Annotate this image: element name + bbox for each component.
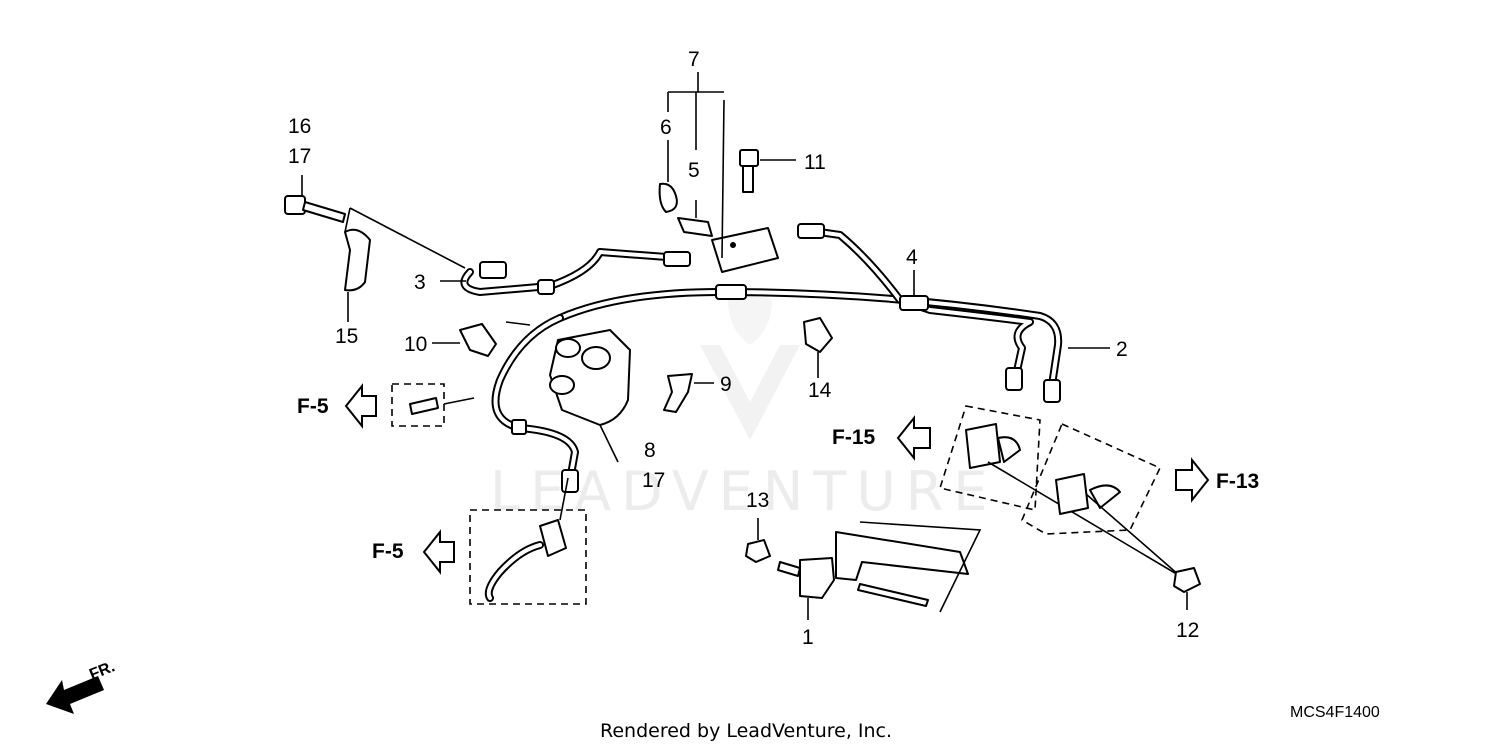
left-arrow-icon bbox=[344, 383, 377, 429]
callout-12: 12 bbox=[1176, 619, 1199, 642]
bolt-11 bbox=[739, 149, 796, 193]
f5-upper-detail bbox=[391, 383, 475, 427]
pipe-bracket-1 bbox=[777, 521, 982, 620]
leader-lines bbox=[440, 270, 1110, 349]
ref-f5-lower[interactable]: F-5 bbox=[372, 540, 404, 563]
watermark-logo-icon bbox=[700, 290, 800, 440]
diagram-code: MCS4F1400 bbox=[1290, 704, 1380, 721]
f5-lower-detail bbox=[469, 477, 587, 605]
left-arrow-icon bbox=[422, 529, 455, 575]
three-way-joint bbox=[711, 99, 779, 273]
bolt-16 bbox=[284, 175, 346, 223]
f5-lower-ref[interactable]: F-5 bbox=[372, 529, 455, 575]
ref-f13[interactable]: F-13 bbox=[1216, 470, 1259, 493]
ref-f5-upper[interactable]: F-5 bbox=[297, 395, 329, 418]
clip-14 bbox=[803, 317, 833, 378]
callout-5: 5 bbox=[688, 159, 700, 182]
bracket-9 bbox=[663, 373, 714, 413]
callout-16: 16 bbox=[288, 115, 311, 138]
callout-13: 13 bbox=[746, 489, 769, 512]
f13-ref[interactable]: F-13 bbox=[1175, 457, 1259, 503]
callout-10: 10 bbox=[404, 333, 427, 356]
pipe-fittings bbox=[479, 223, 1061, 493]
f13-detail bbox=[1020, 422, 1181, 577]
callout-9: 9 bbox=[720, 373, 732, 396]
front-direction-arrow-icon bbox=[46, 676, 104, 714]
front-label: FR. bbox=[87, 658, 117, 683]
callout-6: 6 bbox=[660, 116, 672, 139]
callout-17-mid: 17 bbox=[642, 469, 665, 492]
callout-14: 14 bbox=[808, 379, 832, 402]
proportioning-valve bbox=[549, 329, 631, 463]
nut-13 bbox=[745, 518, 771, 563]
callout-4: 4 bbox=[906, 246, 918, 269]
f15-detail bbox=[938, 405, 1181, 577]
clamp-15 bbox=[344, 207, 466, 322]
callout-3: 3 bbox=[414, 271, 426, 294]
callout-8: 8 bbox=[644, 439, 656, 462]
bleeder-screw bbox=[677, 200, 713, 237]
f15-ref[interactable]: F-15 bbox=[832, 415, 931, 461]
ref-f15[interactable]: F-15 bbox=[832, 426, 876, 449]
nut-12 bbox=[1173, 567, 1201, 610]
callout-1: 1 bbox=[802, 626, 814, 649]
bleeder-cap bbox=[658, 140, 678, 213]
front-direction-indicator: FR. bbox=[46, 658, 117, 714]
callout-7: 7 bbox=[688, 48, 700, 71]
right-arrow-icon bbox=[1175, 457, 1210, 503]
left-arrow-icon bbox=[896, 415, 931, 461]
footer-credit: Rendered by LeadVenture, Inc. bbox=[600, 720, 892, 742]
f5-upper-ref[interactable]: F-5 bbox=[297, 383, 377, 429]
callout-15: 15 bbox=[335, 325, 358, 348]
clip-10 bbox=[432, 323, 497, 357]
callout-11: 11 bbox=[804, 151, 826, 174]
callout-2: 2 bbox=[1116, 338, 1128, 361]
long-brake-pipe bbox=[491, 284, 1063, 484]
callout-17-top: 17 bbox=[288, 145, 311, 168]
callout-7-bracket bbox=[667, 72, 724, 150]
